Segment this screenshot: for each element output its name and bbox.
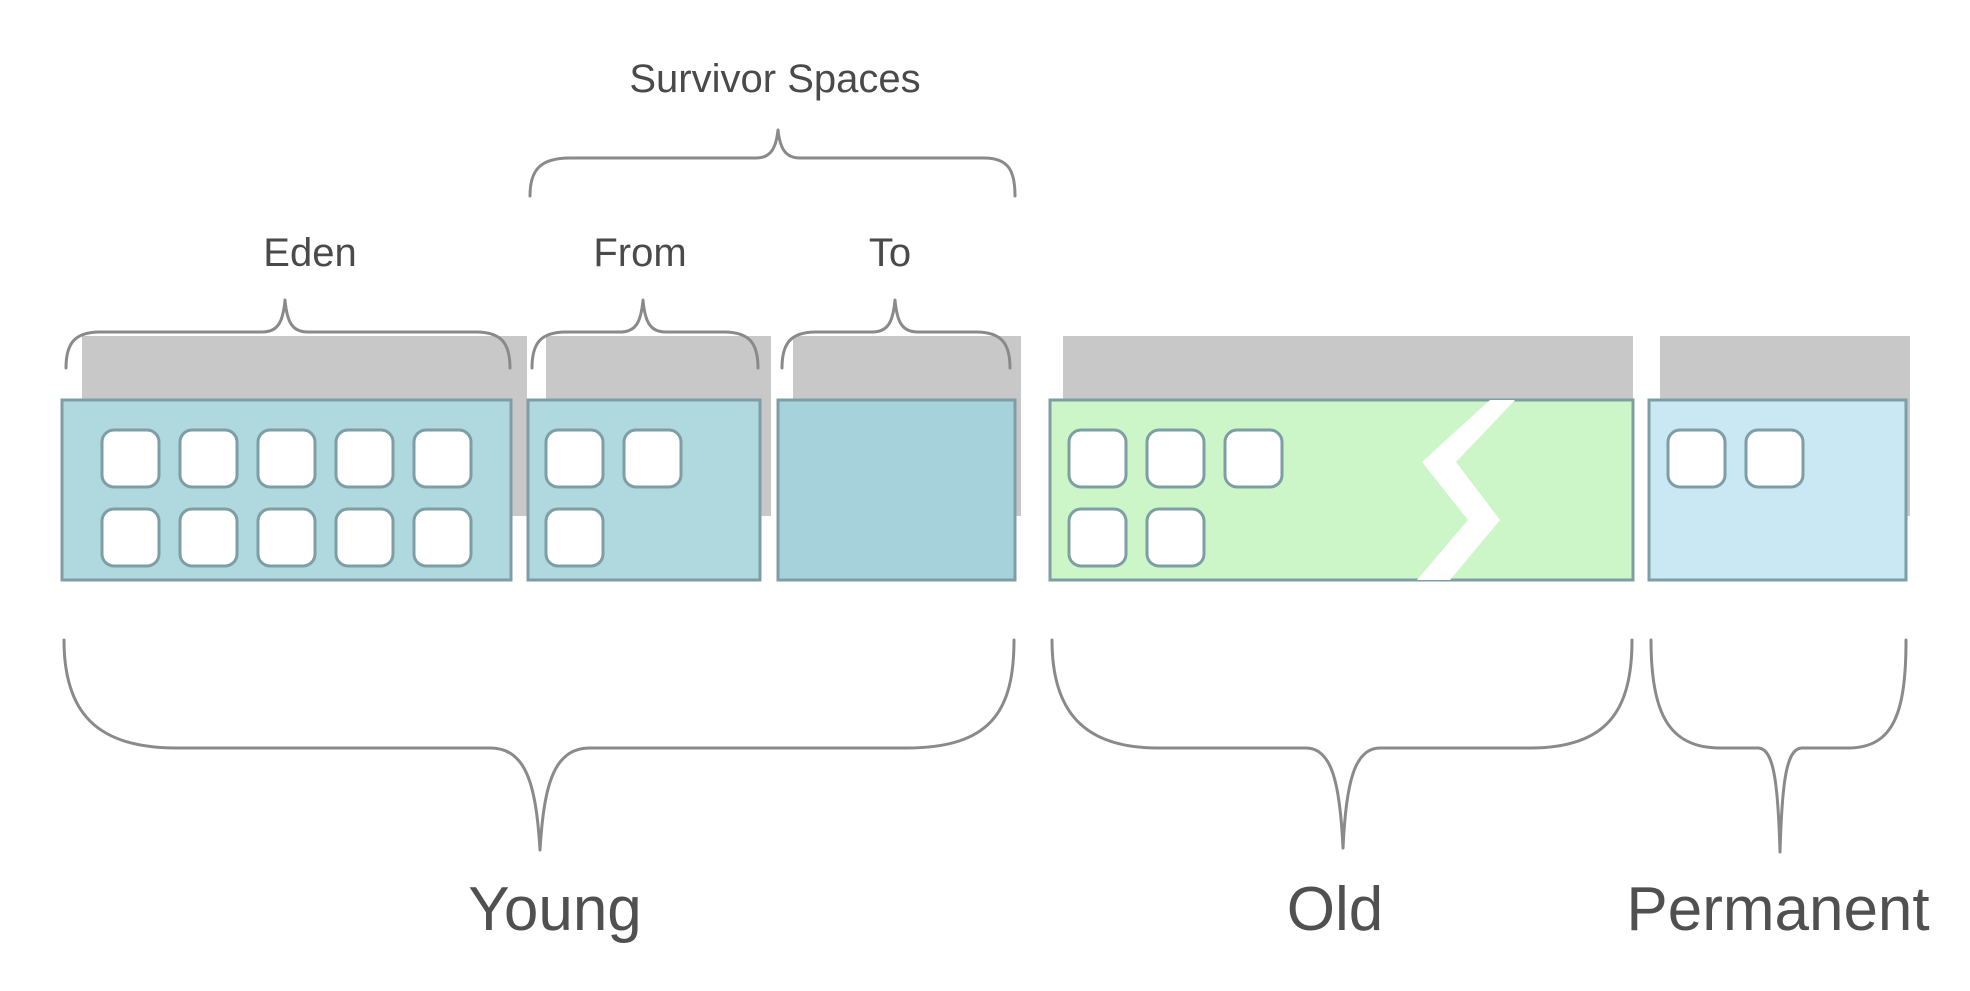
old-object-icon: [1145, 428, 1206, 489]
from-object-icon: [544, 428, 605, 489]
permanent-label: Permanent: [1626, 875, 1929, 944]
eden-object-icon: [412, 428, 473, 489]
braces: [62, 128, 1908, 854]
young-label: Young: [468, 875, 642, 944]
zigzag-break-icon: [1417, 400, 1515, 580]
eden-object-icon: [334, 428, 395, 489]
old-generation-region: [1048, 398, 1635, 582]
eden-object-icon: [256, 507, 317, 568]
eden-object-icon: [256, 428, 317, 489]
old-label: Old: [1287, 875, 1383, 944]
old-brace: [1050, 638, 1634, 850]
survivor-spaces-brace: [528, 128, 1017, 198]
permanent-generation-region: [1647, 398, 1908, 582]
permanent-brace: [1649, 638, 1908, 854]
old-object-icon: [1067, 507, 1128, 568]
to-label: To: [869, 231, 911, 275]
young-brace: [62, 638, 1016, 852]
from-brace: [530, 298, 760, 370]
eden-object-icon: [412, 507, 473, 568]
heap-objects: [100, 428, 1805, 568]
eden-object-icon: [334, 507, 395, 568]
from-object-icon: [622, 428, 683, 489]
permanent-object-icon: [1666, 428, 1727, 489]
old-object-icon: [1145, 507, 1206, 568]
to-survivor-region: [776, 398, 1017, 582]
old-object-icon: [1223, 428, 1284, 489]
from-label: From: [593, 231, 686, 275]
from-object-icon: [544, 507, 605, 568]
eden-object-icon: [178, 507, 239, 568]
eden-brace: [64, 298, 512, 370]
permanent-object-icon: [1744, 428, 1805, 489]
eden-object-icon: [100, 507, 161, 568]
survivor-spaces-label: Survivor Spaces: [629, 57, 920, 101]
old-object-icon: [1067, 428, 1128, 489]
eden-object-icon: [178, 428, 239, 489]
to-brace: [780, 298, 1012, 370]
eden-label: Eden: [263, 231, 356, 275]
eden-object-icon: [100, 428, 161, 489]
